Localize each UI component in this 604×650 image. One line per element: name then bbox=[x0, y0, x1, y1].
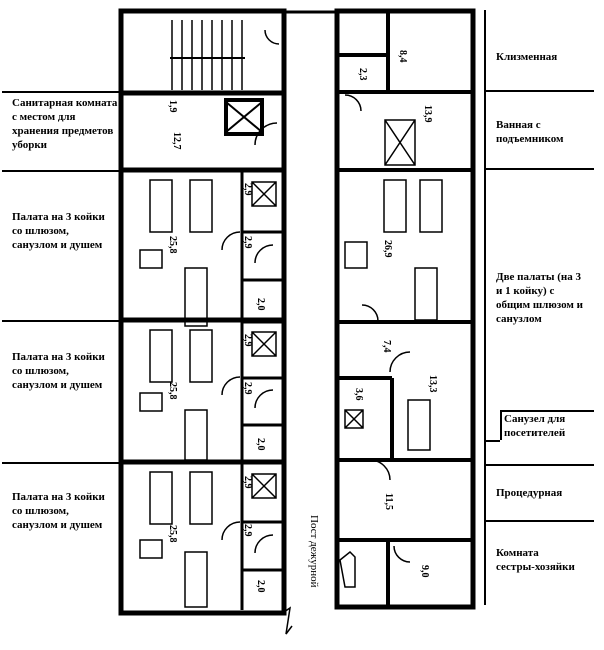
area-small-wc: 2,3 bbox=[357, 68, 368, 81]
area-ward-2-wc: 2,9 bbox=[242, 334, 253, 347]
area-ward-3-wc2: 2,0 bbox=[255, 580, 266, 593]
divider bbox=[484, 440, 500, 442]
area-ward-3: 25,8 bbox=[167, 525, 178, 543]
divider bbox=[484, 464, 594, 466]
divider bbox=[2, 91, 120, 93]
divider bbox=[500, 410, 594, 412]
area-sluice: 7,4 bbox=[381, 340, 392, 353]
label-sister-room: Комната сестры-хозяйки bbox=[496, 547, 575, 573]
area-ward-2-wc2: 2,0 bbox=[255, 438, 266, 451]
room-areas: 8,4 2,3 13,9 12,7 1,9 25,8 2,9 2,9 2,0 2… bbox=[167, 50, 438, 593]
label-enema-room: Клизменная bbox=[496, 51, 558, 63]
area-ward-1-wc2: 2,0 bbox=[255, 298, 266, 311]
area-procedure: 11,5 bbox=[383, 493, 394, 510]
label-ward-1: Палата на 3 койки со шлюзом, санузлом и … bbox=[12, 211, 105, 251]
divider bbox=[484, 168, 594, 170]
area-right-ward-2: 13,3 bbox=[427, 375, 438, 393]
area-ward-2: 25,8 bbox=[167, 382, 178, 400]
area-sanitary-wc: 1,9 bbox=[167, 100, 178, 113]
divider bbox=[2, 462, 120, 464]
corridor-label: Пост дежурной bbox=[308, 515, 320, 588]
area-bath: 13,9 bbox=[422, 105, 433, 123]
divider bbox=[484, 520, 594, 522]
label-procedure-room: Процедурная bbox=[496, 487, 563, 499]
divider bbox=[500, 410, 502, 440]
area-sanitary: 12,7 bbox=[171, 132, 182, 150]
divider bbox=[2, 320, 120, 322]
area-ward-1-sluice: 2,9 bbox=[242, 236, 253, 249]
area-ward-3-sluice: 2,9 bbox=[242, 524, 253, 537]
area-sister: 9,0 bbox=[419, 565, 430, 578]
label-ward-3: Палата на 3 койки со шлюзом, санузлом и … bbox=[12, 491, 105, 531]
area-ward-1-wc: 2,9 bbox=[242, 183, 253, 196]
area-right-wc: 3,6 bbox=[353, 388, 364, 401]
divider bbox=[2, 170, 120, 172]
divider bbox=[484, 90, 594, 92]
right-block-wall bbox=[334, 8, 476, 610]
label-ward-2: Палата на 3 койки со шлюзом, санузлом и … bbox=[12, 351, 105, 391]
area-ward-2-sluice: 2,9 bbox=[242, 382, 253, 395]
area-enema: 8,4 bbox=[397, 50, 408, 63]
left-block-wall bbox=[118, 8, 287, 616]
label-bathroom-lift: Ванная с подъемником bbox=[496, 119, 564, 145]
divider bbox=[484, 10, 486, 605]
area-ward-1: 25,8 bbox=[167, 236, 178, 254]
label-double-ward: Две палаты (на 3 и 1 койку) с общим шлюз… bbox=[496, 271, 583, 325]
area-ward-3-wc: 2,9 bbox=[242, 476, 253, 489]
label-sanitary-room: Санитарная комната с местом для хранения… bbox=[12, 97, 118, 151]
label-visitor-wc: Санузел для посетителей bbox=[504, 413, 566, 439]
area-right-ward: 26,9 bbox=[382, 240, 393, 258]
